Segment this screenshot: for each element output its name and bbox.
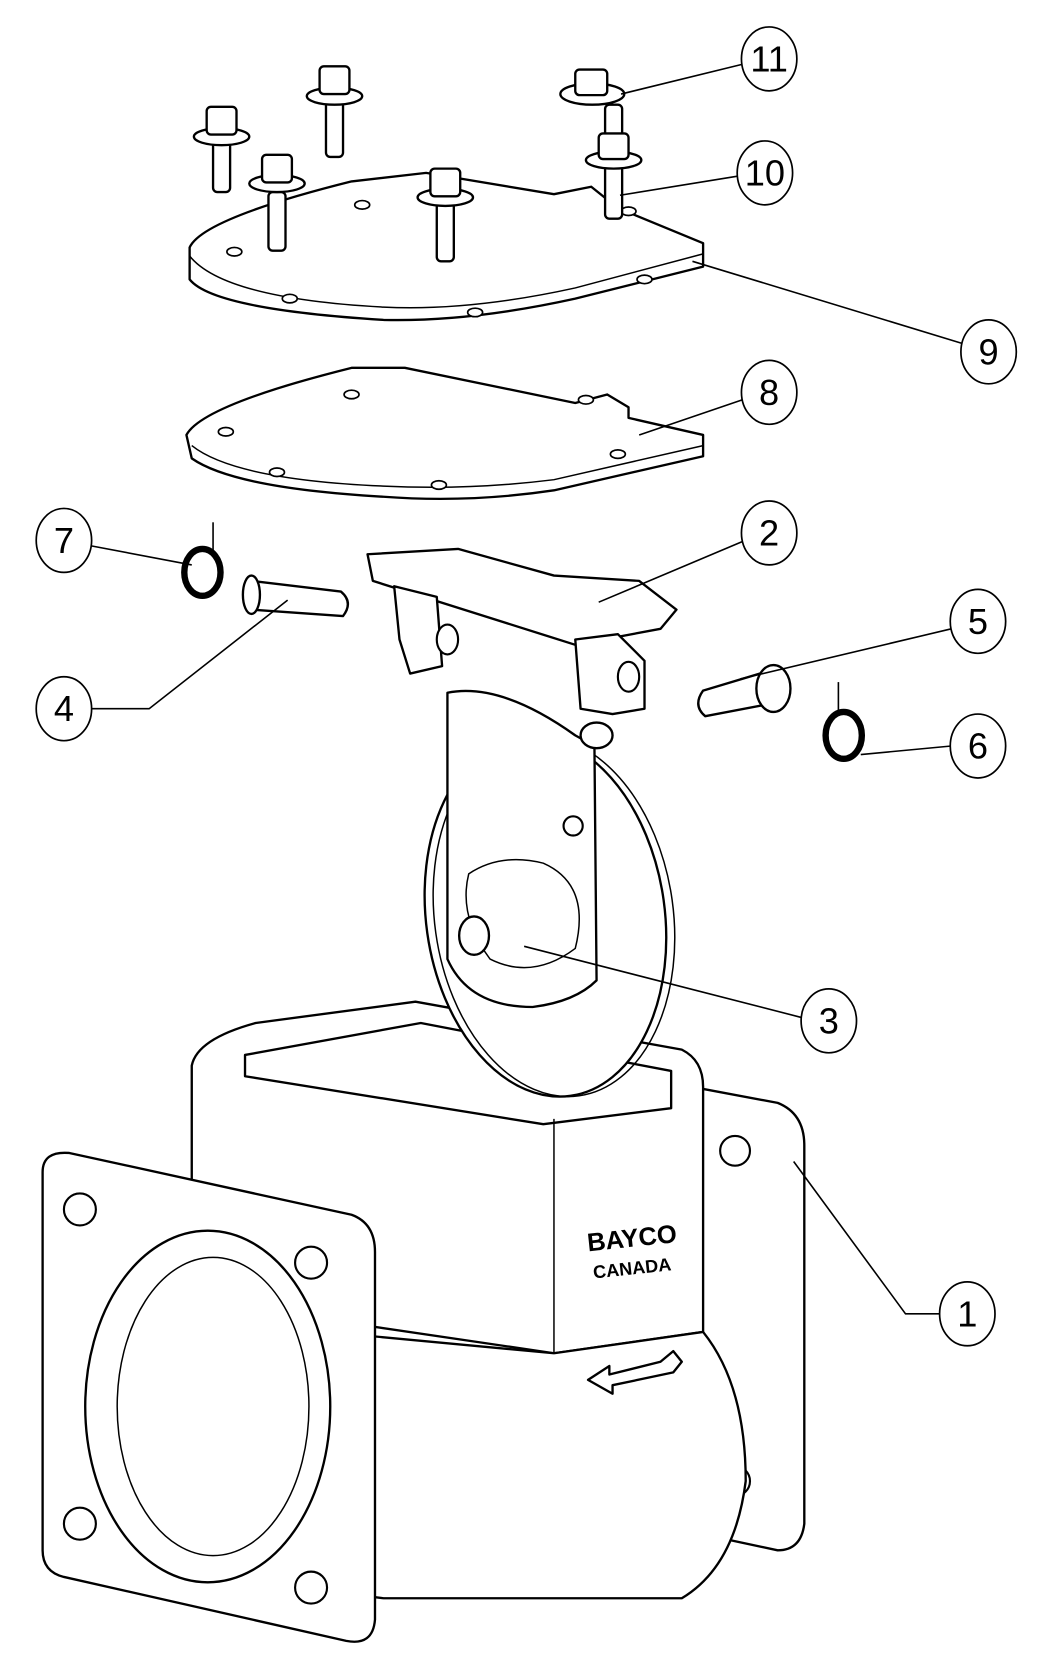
bolt <box>248 153 306 252</box>
svg-text:6: 6 <box>968 726 988 767</box>
leader-lines <box>90 63 963 1315</box>
balloon-5: 5 <box>949 588 1007 655</box>
balloon-6: 6 <box>949 713 1007 779</box>
svg-text:1: 1 <box>957 1293 977 1334</box>
balloon-8: 8 <box>740 359 798 426</box>
gate-holder <box>366 547 678 716</box>
bolt <box>192 105 251 194</box>
valve-body: BAYCO CANADA <box>41 1000 806 1643</box>
pivot-pin-left <box>241 574 349 618</box>
svg-text:2: 2 <box>759 512 779 553</box>
svg-text:5: 5 <box>968 601 988 642</box>
svg-text:11: 11 <box>750 38 788 79</box>
balloon-10: 10 <box>736 140 794 206</box>
balloon-2: 2 <box>740 500 798 566</box>
gasket <box>185 366 705 501</box>
balloon-11: 11 <box>740 26 798 92</box>
pivot-pin-right <box>697 663 792 718</box>
gate-disc <box>423 689 676 1098</box>
svg-text:8: 8 <box>759 372 779 413</box>
svg-text:10: 10 <box>745 152 785 193</box>
svg-text:4: 4 <box>54 688 74 729</box>
balloon-1: 1 <box>938 1281 996 1347</box>
bolt <box>416 167 475 263</box>
bolts <box>192 65 643 263</box>
spring-left <box>181 522 224 600</box>
spring-right <box>822 682 866 762</box>
balloon-3: 3 <box>800 988 858 1054</box>
svg-text:7: 7 <box>54 520 74 561</box>
bolt <box>305 65 364 159</box>
svg-text:3: 3 <box>819 1000 839 1041</box>
balloon-9: 9 <box>960 319 1018 385</box>
svg-text:9: 9 <box>979 331 999 372</box>
bolt <box>584 132 643 220</box>
balloon-4: 4 <box>35 675 93 742</box>
balloon-7: 7 <box>35 507 93 574</box>
